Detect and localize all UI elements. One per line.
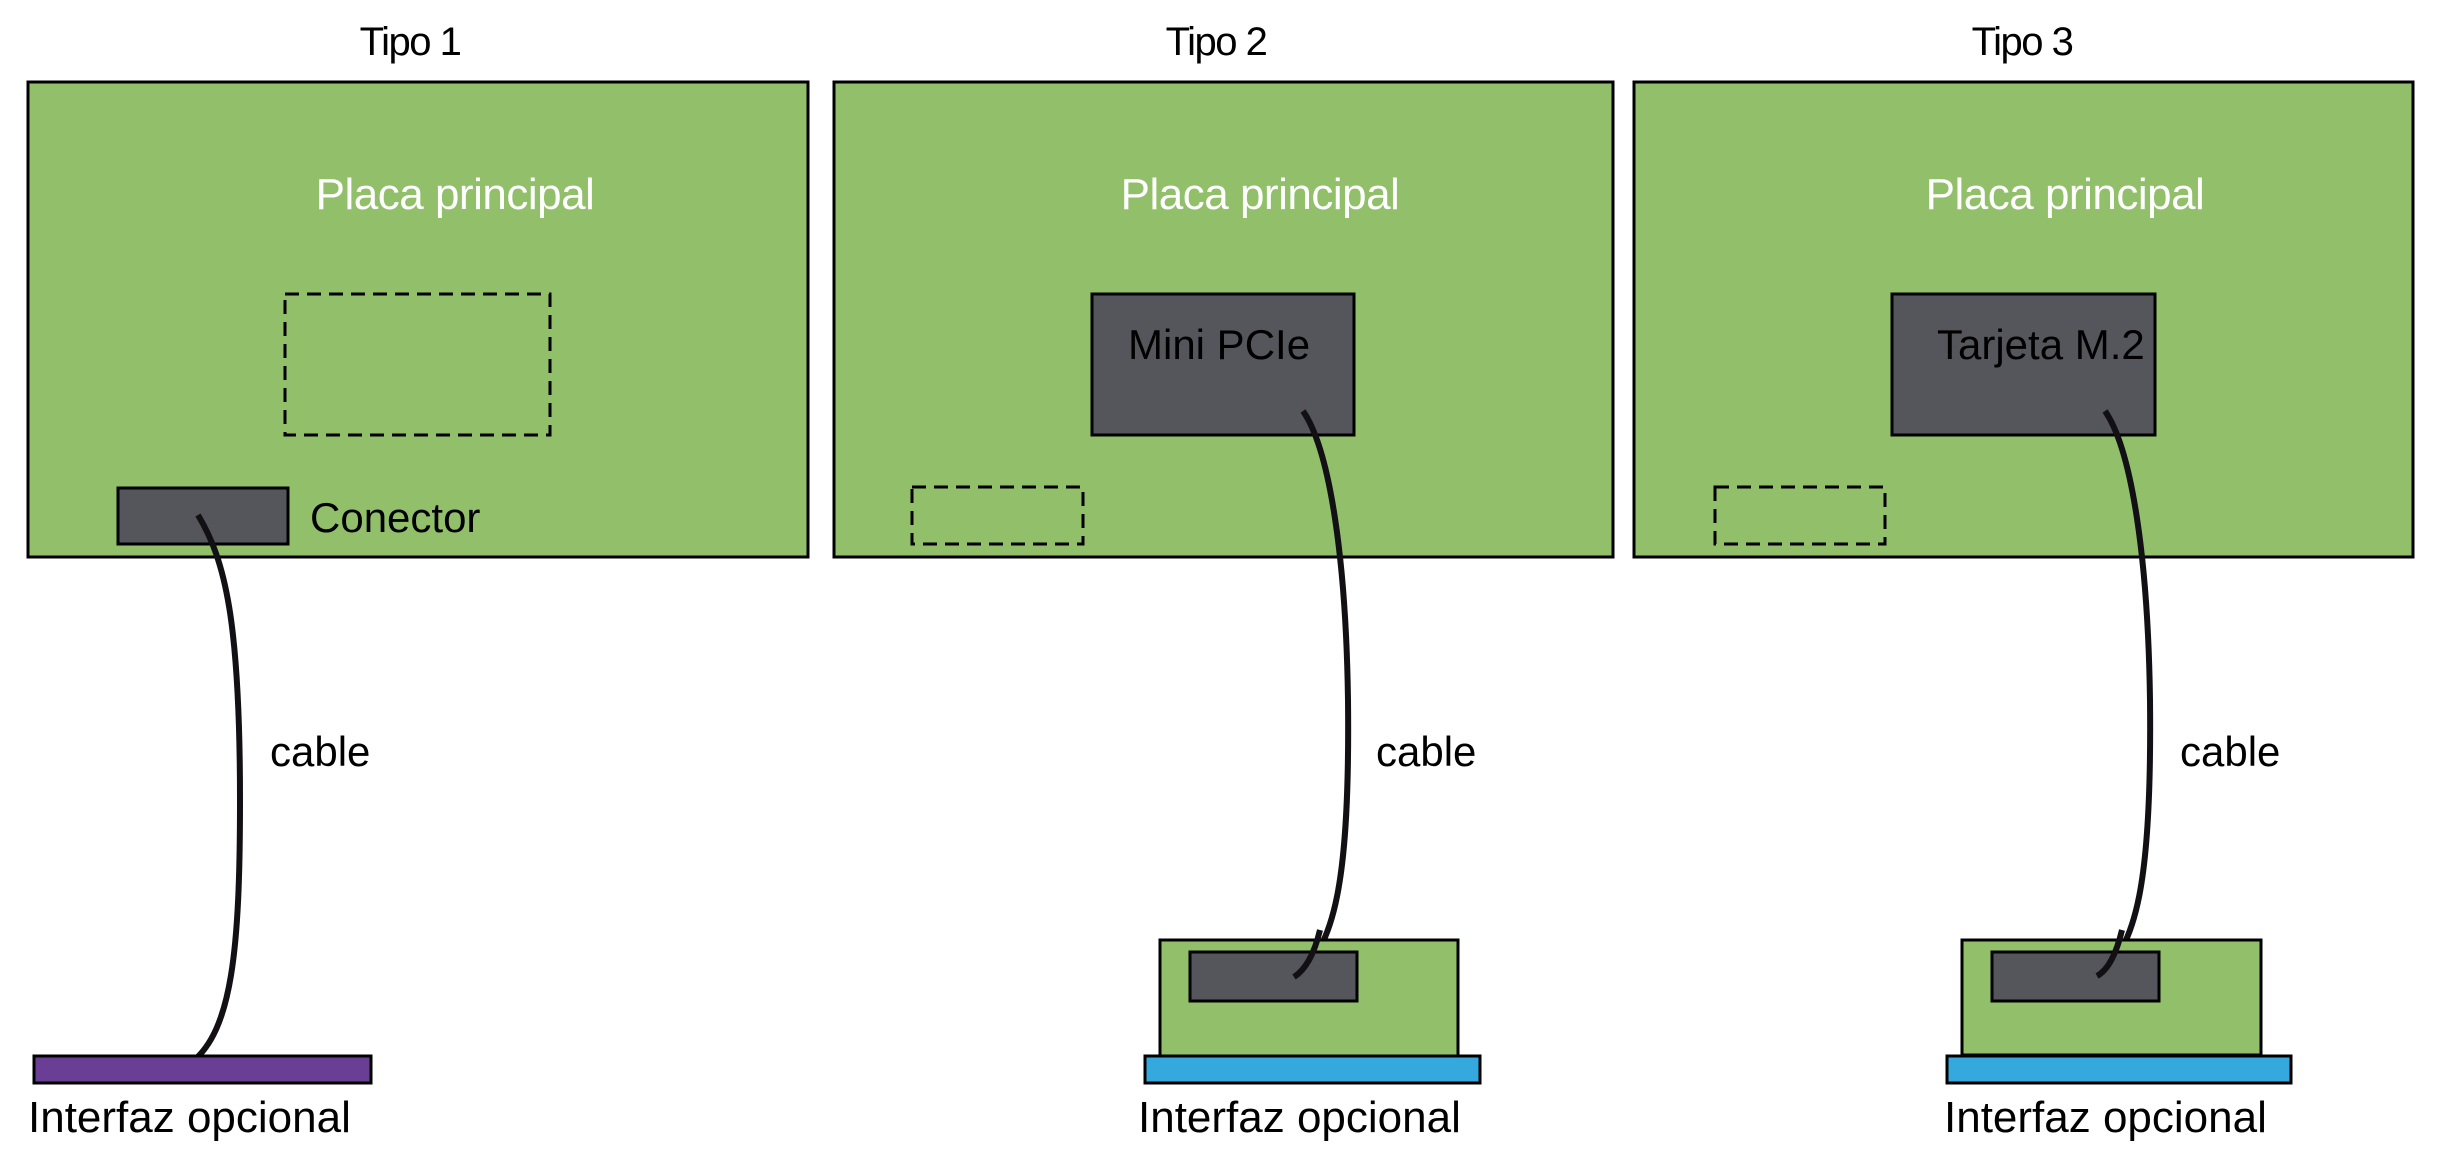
type-2-interface-label: Interfaz opcional [1138, 1093, 1461, 1142]
type-1-optional-interface [32, 1054, 373, 1085]
type-1-connector [116, 486, 290, 546]
type-3-optional-interface [1945, 1054, 2293, 1085]
type-1-connector-label: Conector [310, 494, 480, 541]
type-3-m2-card [1890, 292, 2157, 437]
type-2-mini-pcie-card [1090, 292, 1356, 437]
type-3-main-board-label: Placa principal [1926, 170, 2205, 219]
type-1-group: Tipo 1 Placa principal Conector cable In… [26, 20, 810, 1142]
type-3-interface-label: Interfaz opcional [1944, 1093, 2267, 1142]
type-1-main-board-label: Placa principal [316, 170, 595, 219]
type-3-cable-label: cable [2180, 728, 2280, 775]
type-3-cable-end [2095, 929, 2125, 979]
type-3-empty-connector [1713, 485, 1887, 546]
type-1-empty-slot [283, 292, 552, 437]
type-2-empty-connector [910, 485, 1085, 546]
type-2-group: Tipo 2 Placa principal Mini PCIe cable I… [832, 20, 1615, 1142]
type-2-cable-end [1292, 929, 1323, 980]
type-2-optional-interface [1143, 1054, 1482, 1085]
type-3-cable [2095, 409, 2154, 979]
type-3-group: Tipo 3 Placa principal Tarjeta M.2 cable… [1632, 20, 2415, 1142]
type-3-adapter-connector [1990, 950, 2161, 1003]
type-2-adapter-connector [1188, 950, 1359, 1003]
type-1-cable-label: cable [270, 728, 370, 775]
type-2-cable-label: cable [1376, 728, 1476, 775]
type-3-m2-label: Tarjeta M.2 [1937, 321, 2145, 368]
type-1-cable [190, 513, 244, 1065]
type-3-title: Tipo 3 [1972, 20, 2073, 64]
type-1-interface-label: Interfaz opcional [28, 1093, 351, 1142]
type-2-cable [1292, 409, 1352, 980]
type-1-main-board [26, 80, 810, 559]
type-2-title: Tipo 2 [1166, 20, 1267, 64]
type-1-title: Tipo 1 [360, 20, 461, 64]
type-2-mini-pcie-label: Mini PCIe [1128, 321, 1310, 368]
type-2-main-board-label: Placa principal [1121, 170, 1400, 219]
